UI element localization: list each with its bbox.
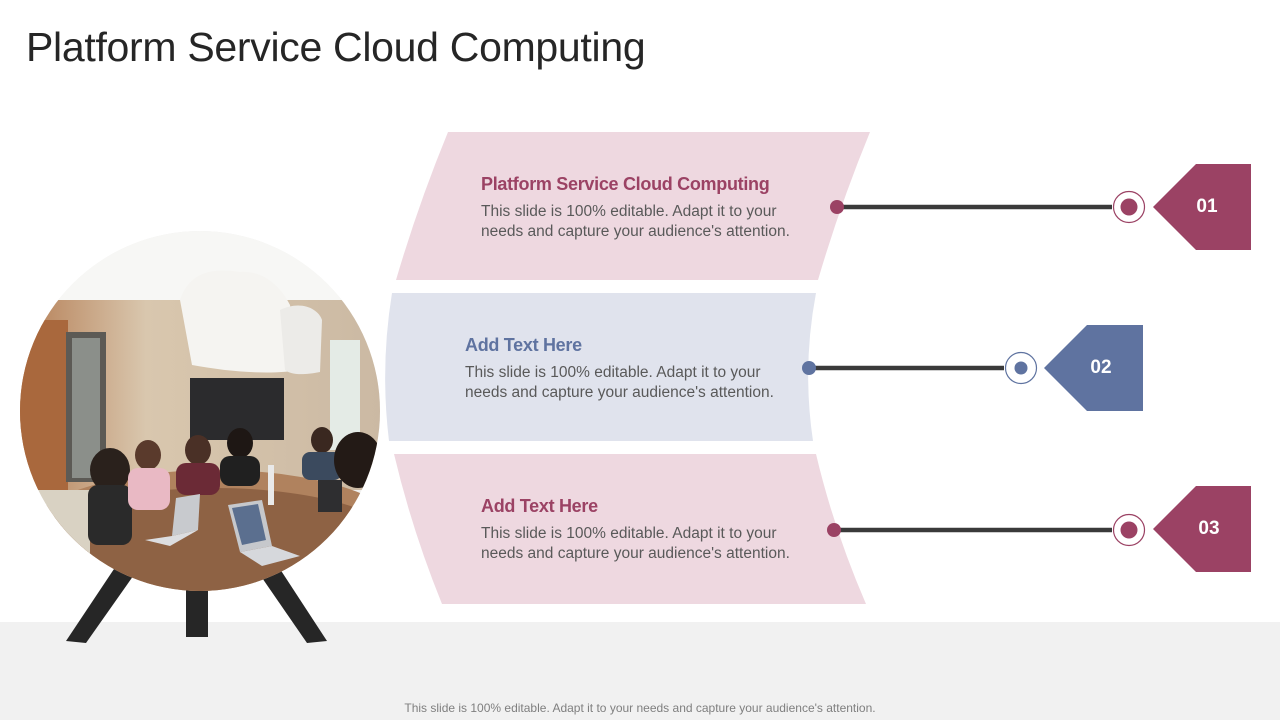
footer-band: [0, 622, 1280, 720]
item-3-text: Add Text Here This slide is 100% editabl…: [481, 496, 841, 563]
easel-stand: [66, 566, 327, 643]
number-label-01: 01: [1196, 196, 1218, 217]
team-meeting-photo: [20, 231, 380, 591]
item-3-description: This slide is 100% editable. Adapt it to…: [481, 525, 790, 562]
connector-3: [827, 513, 1146, 547]
connector-2: [802, 351, 1038, 385]
item-2-text: Add Text Here This slide is 100% editabl…: [465, 335, 825, 402]
number-tag-02: [1044, 325, 1143, 411]
item-2-description: This slide is 100% editable. Adapt it to…: [465, 364, 774, 401]
band-3-background: [394, 454, 866, 604]
item-2-heading: Add Text Here: [465, 335, 582, 355]
number-label-02: 02: [1090, 357, 1112, 378]
band-1-background: [396, 132, 870, 280]
page-title: Platform Service Cloud Computing: [26, 24, 646, 70]
number-tag-03: [1153, 486, 1251, 572]
number-label-03: 03: [1198, 518, 1220, 539]
item-1-text: Platform Service Cloud Computing This sl…: [481, 174, 841, 241]
number-tag-01: [1153, 164, 1251, 250]
item-3-heading: Add Text Here: [481, 496, 598, 516]
item-1-description: This slide is 100% editable. Adapt it to…: [481, 203, 790, 240]
footer-note: This slide is 100% editable. Adapt it to…: [404, 701, 876, 715]
band-2-background: [385, 293, 816, 441]
connector-1: [830, 190, 1146, 224]
item-1-heading: Platform Service Cloud Computing: [481, 174, 770, 194]
